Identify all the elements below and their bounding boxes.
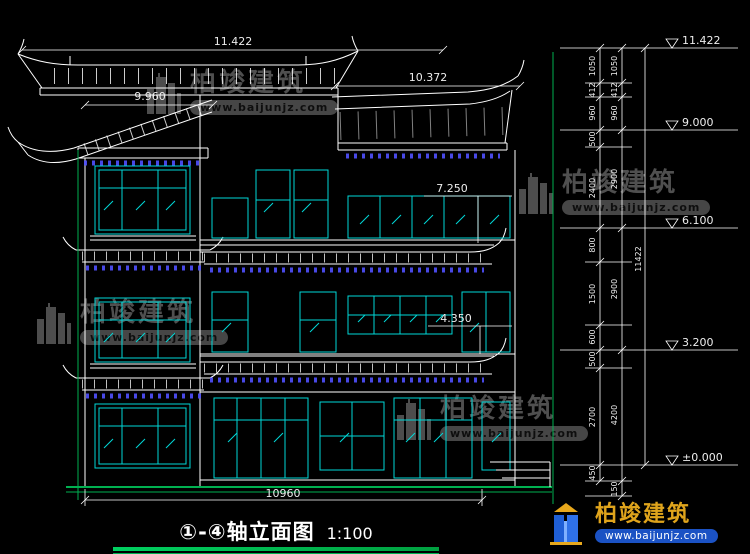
logo-building-icon	[550, 503, 582, 545]
chain-dim: 500	[588, 351, 597, 366]
logo-url: www.baijunjz.com	[595, 528, 718, 543]
drawing-title: ①-④轴立面图	[179, 520, 315, 544]
chain-dim: 800	[588, 237, 597, 252]
entry-steps	[490, 461, 551, 487]
chain-dim: 960	[610, 105, 619, 120]
dimension-lines	[17, 38, 738, 506]
chain-dim: 150	[610, 481, 619, 496]
watermark-building-icon	[519, 172, 553, 214]
bracket-details	[84, 153, 500, 399]
main-building	[199, 95, 516, 487]
chain-dim: 1050	[610, 56, 619, 76]
ground-line	[66, 486, 552, 493]
chain-dim: 1050	[588, 56, 597, 76]
dim-level-upper: 7.250	[436, 182, 468, 195]
level-label: 9.000	[682, 116, 714, 129]
chain-dim: 600	[588, 329, 597, 344]
chain-dim: 1500	[588, 284, 597, 304]
chain-dim: 412	[588, 82, 597, 97]
chain-dim: 2900	[610, 169, 619, 189]
dim-roof-left: 9.960	[134, 90, 166, 103]
dim-bottom-width: 10960	[266, 487, 301, 500]
main-roof	[17, 35, 359, 96]
chain-dim: 960	[588, 105, 597, 120]
dim-level-mid: 4.350	[440, 312, 472, 325]
chain-dim: 2900	[610, 279, 619, 299]
chain-dim: 2400	[588, 178, 597, 198]
left-tower	[62, 147, 224, 487]
right-roof	[331, 59, 525, 151]
dim-roof-right: 10.372	[409, 71, 448, 84]
watermark-building-icon	[397, 398, 431, 440]
chain-dim: 450	[588, 465, 597, 480]
body-windows	[211, 169, 511, 479]
drawing-scale: 1:100	[326, 524, 373, 543]
dim-total-height: 11422	[634, 246, 643, 271]
watermark-url: www.baijunjz.com	[562, 200, 711, 215]
tower-windows	[94, 165, 191, 469]
watermark-brand: 柏竣建筑	[562, 168, 679, 198]
brand-logo: 柏竣建筑 www.baijunjz.com	[546, 501, 718, 545]
chain-dim: 500	[588, 131, 597, 146]
watermark-brand: 柏竣建筑	[440, 394, 557, 424]
chain-dim: 4200	[610, 405, 619, 425]
chain-dim: 412	[610, 82, 619, 97]
logo-brand: 柏竣建筑	[595, 501, 692, 527]
watermark-url: www.baijunjz.com	[190, 100, 339, 115]
axis-lines	[77, 52, 554, 504]
left-roof	[7, 99, 213, 163]
chain-dim: 2700	[588, 407, 597, 427]
watermark: 柏竣建筑 www.baijunjz.com	[396, 394, 589, 441]
watermark-building-icon	[37, 302, 71, 344]
dimension-texts: 11.422 10.372 9.960 7.250 4.350 10960 11…	[134, 34, 722, 500]
level-label: 11.422	[682, 34, 721, 47]
drawing-title-block: ①-④轴立面图 1:100	[113, 516, 439, 554]
watermark: 柏竣建筑 www.baijunjz.com	[518, 168, 711, 215]
dim-top-width: 11.422	[214, 35, 253, 48]
level-label: 3.200	[682, 336, 714, 349]
level-label: ±0.000	[682, 451, 723, 464]
level-label: 6.100	[682, 214, 714, 227]
